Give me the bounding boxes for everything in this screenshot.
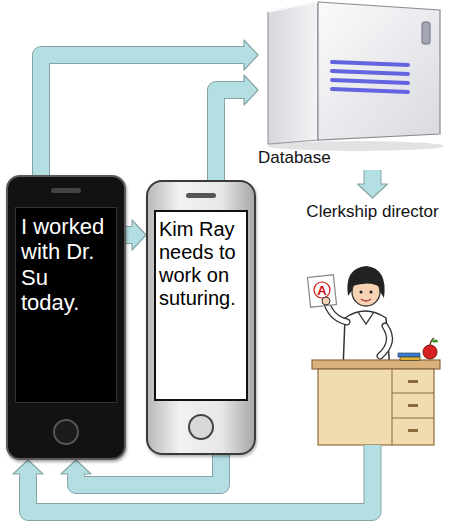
drawer-line	[392, 393, 434, 394]
server-edge	[268, 2, 318, 12]
arrow-body	[216, 90, 246, 180]
light-phone: Kim Ray needs to work on suturing.	[146, 180, 256, 455]
phone-speaker	[186, 193, 216, 198]
book	[398, 353, 420, 357]
database-node: Database	[258, 2, 445, 170]
server-icon	[268, 2, 444, 151]
arrow-body	[126, 227, 134, 243]
arrow-head	[244, 75, 258, 105]
arrow-body	[365, 170, 381, 186]
director-figure	[308, 266, 390, 370]
arm-outline	[380, 326, 389, 356]
arrow-head	[132, 220, 146, 250]
flow-arrow	[216, 75, 258, 180]
drawer-handle	[408, 380, 418, 383]
desk-body	[318, 369, 434, 445]
drawer-line	[392, 369, 393, 445]
flow-arrow	[41, 40, 258, 175]
apple-leaf	[432, 340, 438, 343]
fringe	[352, 274, 381, 288]
eye	[360, 291, 363, 294]
drawer-handle	[408, 404, 418, 407]
home-button	[188, 414, 214, 440]
phone-screen: I worked with Dr. Su today.	[15, 207, 117, 403]
stripe	[332, 80, 408, 83]
collar	[358, 312, 374, 324]
server-side	[268, 2, 318, 144]
stripe	[332, 71, 408, 74]
arrow-head	[61, 460, 91, 474]
eye	[370, 291, 373, 294]
arrow-head	[244, 40, 258, 70]
book	[400, 357, 420, 361]
node-text: Kim Ray needs to work on suturing.	[156, 212, 246, 316]
phone-speaker	[51, 188, 81, 193]
phone-screen: Kim Ray needs to work on suturing.	[154, 210, 248, 401]
node-text: Database	[258, 148, 331, 168]
home-button	[53, 419, 79, 445]
arrow-head	[358, 184, 388, 198]
server-stripes	[332, 62, 408, 92]
node-text: I worked with Dr. Su today.	[16, 208, 116, 321]
dark-phone: I worked with Dr. Su today.	[6, 175, 126, 460]
arrow-head	[13, 460, 43, 474]
server-slot	[422, 22, 430, 44]
stripe	[332, 62, 408, 65]
hand	[322, 297, 330, 305]
drawer-line	[392, 418, 434, 419]
arm	[380, 326, 389, 356]
desk	[312, 338, 440, 445]
stripe	[332, 89, 408, 92]
director-node: Clerkship director	[305, 198, 440, 445]
apple	[423, 345, 437, 359]
flow-arrow	[126, 220, 146, 250]
graded-paper	[308, 275, 337, 308]
mouth	[361, 299, 371, 301]
node-text: Clerkship director	[305, 198, 440, 222]
server-front	[318, 2, 440, 140]
desk-top	[312, 360, 440, 369]
grade-letter: A	[312, 284, 332, 297]
drawer-handle	[408, 429, 418, 432]
flow-arrow	[358, 170, 388, 198]
